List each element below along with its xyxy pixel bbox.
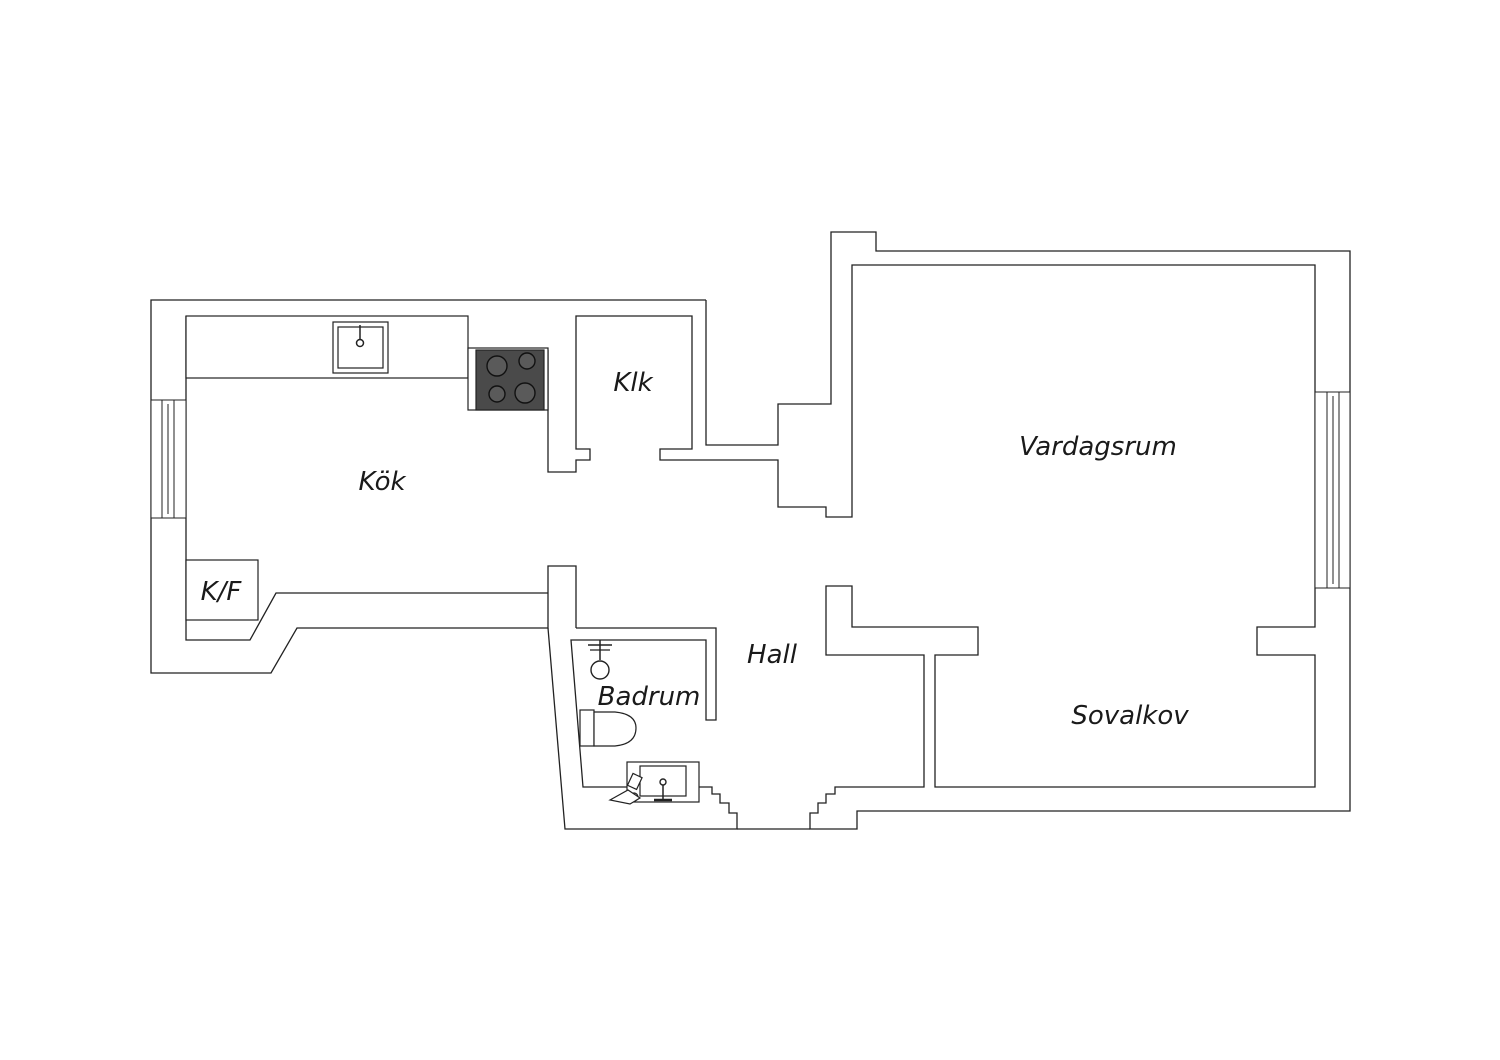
room-label-hall: Hall [747, 640, 798, 670]
room-label-kok: Kök [358, 467, 406, 497]
toilet-icon [579, 709, 637, 747]
room-label-kf: K/F [201, 577, 243, 607]
window-icon [150, 399, 187, 519]
window-icon [1314, 391, 1351, 589]
stove-icon [467, 347, 549, 411]
room-label-klk: Klk [613, 368, 653, 398]
room-label-badrum: Badrum [598, 682, 701, 712]
sink-icon [332, 321, 389, 374]
fridge-freezer [185, 559, 259, 621]
shower-icon [588, 640, 612, 680]
room-label-vardagsrum: Vardagsrum [1019, 432, 1177, 462]
bathroom-walls [547, 627, 810, 830]
kitchen-counter [185, 315, 469, 379]
room-label-sovalkov: Sovalkov [1071, 701, 1189, 731]
washbasin-icon [608, 761, 700, 805]
